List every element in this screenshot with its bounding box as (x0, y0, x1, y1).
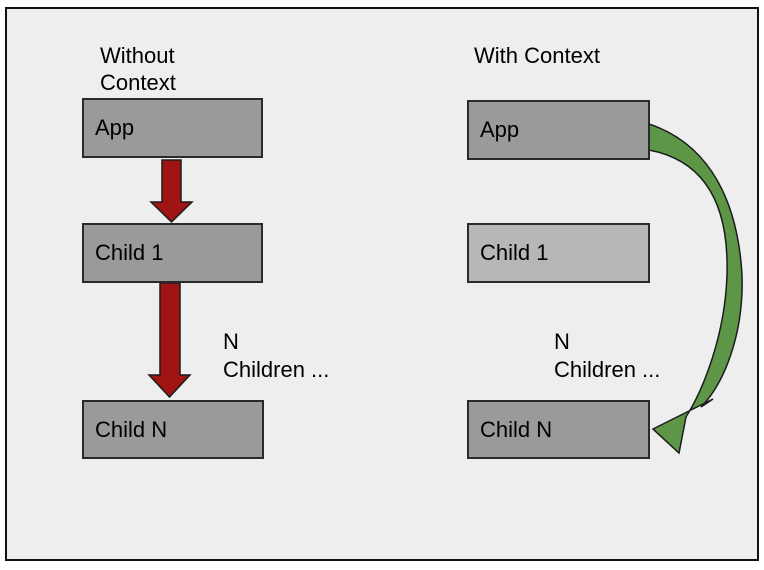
curved-left-arrow-icon (648, 122, 743, 455)
left-child1-box-label: Child 1 (95, 240, 164, 265)
left-panel-title-line2: Context (100, 70, 176, 95)
right-child1-box-label: Child 1 (480, 240, 549, 265)
down-block-arrow-icon (149, 159, 194, 224)
right-children-note-line2: Children ... (554, 357, 661, 382)
left-children-note-line2: Children ... (223, 357, 330, 382)
right-app-box-label: App (480, 117, 520, 142)
down-block-arrow-icon (147, 282, 192, 399)
right-panel-title-line1: With Context (474, 43, 600, 68)
right-panel-title: With Context (474, 42, 600, 69)
left-childn-box-label: Child N (95, 416, 168, 442)
right-app-box: App (467, 100, 650, 160)
left-panel-title-line1: Without (100, 43, 175, 68)
right-children-note: N Children ... (554, 328, 660, 384)
left-app-box: App (82, 98, 263, 158)
left-childn-box: Child N (82, 400, 264, 459)
left-panel-title: Without Context (100, 42, 176, 96)
right-child1-box: Child 1 (467, 223, 650, 283)
right-children-note-line1: N (554, 329, 570, 354)
left-app-box-label: App (95, 115, 135, 140)
slide-frame: Without Context App Child 1 N Children .… (5, 7, 759, 561)
right-childn-box-label: Child N (480, 416, 553, 442)
left-child1-box: Child 1 (82, 223, 263, 283)
right-childn-box: Child N (467, 400, 650, 459)
left-children-note: N Children ... (223, 328, 329, 384)
left-children-note-line1: N (223, 329, 239, 354)
